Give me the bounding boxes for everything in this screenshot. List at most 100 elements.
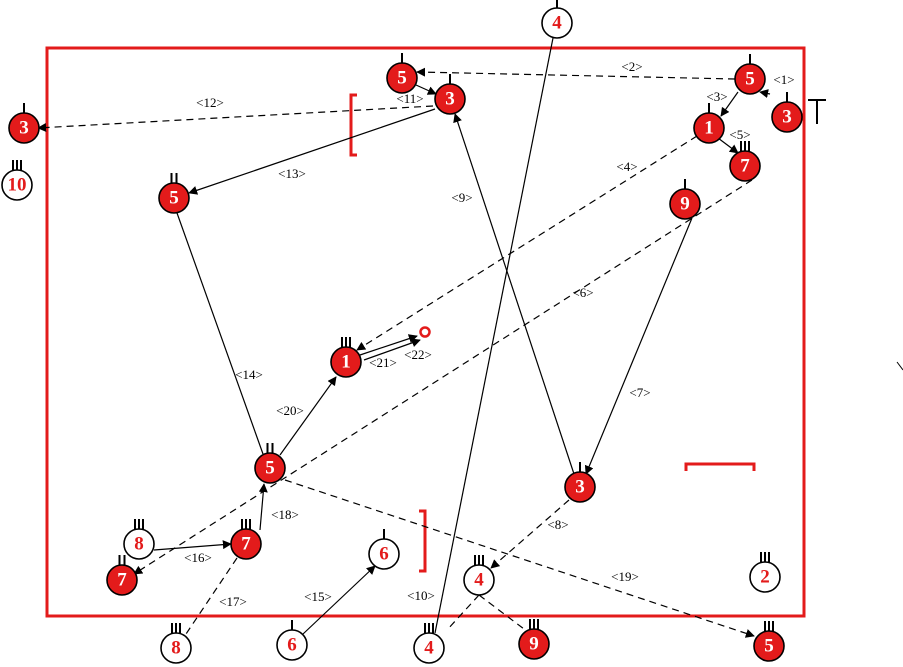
- player-p-center-1[interactable]: 1: [330, 337, 362, 378]
- movement-lines: [37, 37, 771, 638]
- player-p-bottomleft-7[interactable]: 7: [106, 555, 138, 596]
- player-number: 7: [241, 533, 251, 554]
- movement-label-m14: <14>: [235, 367, 263, 382]
- player-circle: [158, 182, 190, 214]
- player-circle: [564, 471, 596, 503]
- player-circle: [518, 628, 550, 660]
- movement-line-m3: [720, 91, 739, 117]
- movement-line-m11: [415, 84, 437, 95]
- player-number: 8: [134, 533, 144, 554]
- movement-label-m8: <8>: [547, 517, 568, 532]
- movement-label-m3: <3>: [706, 89, 727, 104]
- movement-label-m18: <18>: [271, 507, 299, 522]
- player-number: 2: [760, 566, 770, 587]
- movement-label-m21: <21>: [369, 355, 397, 370]
- player-number: 5: [169, 187, 179, 208]
- player-number: 9: [529, 633, 539, 654]
- player-p-below-6[interactable]: 6: [276, 620, 308, 661]
- player-p-bottomright-2[interactable]: 2: [749, 552, 781, 593]
- movement-line-m20: [279, 376, 337, 456]
- player-p-top-4[interactable]: 4: [541, 0, 573, 39]
- player-p-topcenter-3[interactable]: 3: [434, 74, 466, 115]
- movement-label-m17: <17>: [219, 594, 247, 609]
- player-p-below-5[interactable]: 5: [753, 621, 785, 662]
- edge-tick: [896, 361, 903, 371]
- player-circle: [1, 169, 33, 201]
- movement-line-m17: [185, 557, 238, 635]
- player-number: 3: [575, 476, 585, 497]
- movement-line-m10: [434, 37, 554, 634]
- player-p-below-4[interactable]: 4: [413, 623, 445, 664]
- player-p-bottom-8[interactable]: 8: [123, 519, 155, 560]
- player-p-right-7[interactable]: 7: [729, 141, 761, 182]
- player-circle: [734, 63, 766, 95]
- player-number: 1: [704, 117, 714, 138]
- movement-label-m13: <13>: [278, 166, 306, 181]
- target-marker: [419, 326, 431, 338]
- movement-line-m19: [284, 479, 755, 638]
- player-circle: [463, 564, 495, 596]
- player-circle: [771, 101, 803, 133]
- player-p-topleft-5[interactable]: 5: [386, 53, 418, 94]
- player-circle: [123, 528, 155, 560]
- player-p-right-1[interactable]: 1: [693, 103, 725, 144]
- movement-label-m5: <5>: [729, 127, 750, 142]
- player-number: 9: [680, 193, 690, 214]
- player-p-below-9[interactable]: 9: [518, 619, 550, 660]
- player-circle: [8, 112, 40, 144]
- movement-label-m10: <10>: [407, 588, 435, 603]
- field-boundary: [45, 46, 806, 618]
- player-circle: [330, 346, 362, 378]
- player-number: 1: [341, 351, 351, 372]
- player-number: 5: [764, 635, 774, 656]
- movement-line-m4: [356, 135, 698, 351]
- player-number: 3: [445, 88, 455, 109]
- movement-line-m10b: [446, 594, 480, 631]
- player-number: 7: [740, 155, 750, 176]
- player-p-right-9[interactable]: 9: [669, 179, 701, 220]
- movement-line-m12: [37, 105, 434, 133]
- movement-line-m18: [258, 483, 268, 531]
- player-p-topright-5[interactable]: 5: [734, 54, 766, 95]
- player-circle: [160, 632, 192, 664]
- movement-label-m15: <15>: [304, 589, 332, 604]
- player-p-outside-3[interactable]: 3: [8, 103, 40, 144]
- player-circle: [106, 564, 138, 596]
- movement-label-m12: <12>: [196, 95, 224, 110]
- player-number: 4: [424, 637, 434, 658]
- player-p-below-8[interactable]: 8: [160, 623, 192, 664]
- player-circle: [693, 112, 725, 144]
- player-circle: [254, 452, 286, 484]
- movement-line-m21: [359, 334, 418, 356]
- movement-label-m6: <6>: [572, 285, 593, 300]
- player-circle: [413, 632, 445, 664]
- player-p-bottom-4[interactable]: 4: [463, 555, 495, 596]
- player-p-bottom-7[interactable]: 7: [230, 519, 262, 560]
- player-p-right-3[interactable]: 3: [771, 92, 803, 133]
- player-p-center-5[interactable]: 5: [254, 443, 286, 484]
- player-number: 10: [8, 174, 27, 195]
- player-p-bottom-6[interactable]: 6: [368, 529, 400, 570]
- field-layer: [45, 46, 903, 618]
- player-circle: [434, 83, 466, 115]
- player-number: 5: [745, 68, 755, 89]
- movement-label-m4: <4>: [616, 159, 637, 174]
- player-p-midright-3[interactable]: 3: [564, 462, 596, 503]
- movement-label-m2: <2>: [621, 59, 642, 74]
- player-p-left-5[interactable]: 5: [158, 173, 190, 214]
- movement-line-m1: [759, 89, 771, 99]
- movement-label-m16: <16>: [184, 550, 212, 565]
- movement-label-m1: <1>: [773, 72, 794, 87]
- movement-line-m8: [490, 499, 570, 569]
- bracket-marker: [684, 462, 756, 471]
- player-circle: [669, 188, 701, 220]
- player-circle: [749, 561, 781, 593]
- movement-line-m22: [363, 338, 421, 361]
- movement-line-m2: [416, 67, 736, 80]
- player-p-outside-10[interactable]: 10: [1, 160, 33, 201]
- movement-line-m15: [302, 565, 376, 635]
- player-circle: [541, 7, 573, 39]
